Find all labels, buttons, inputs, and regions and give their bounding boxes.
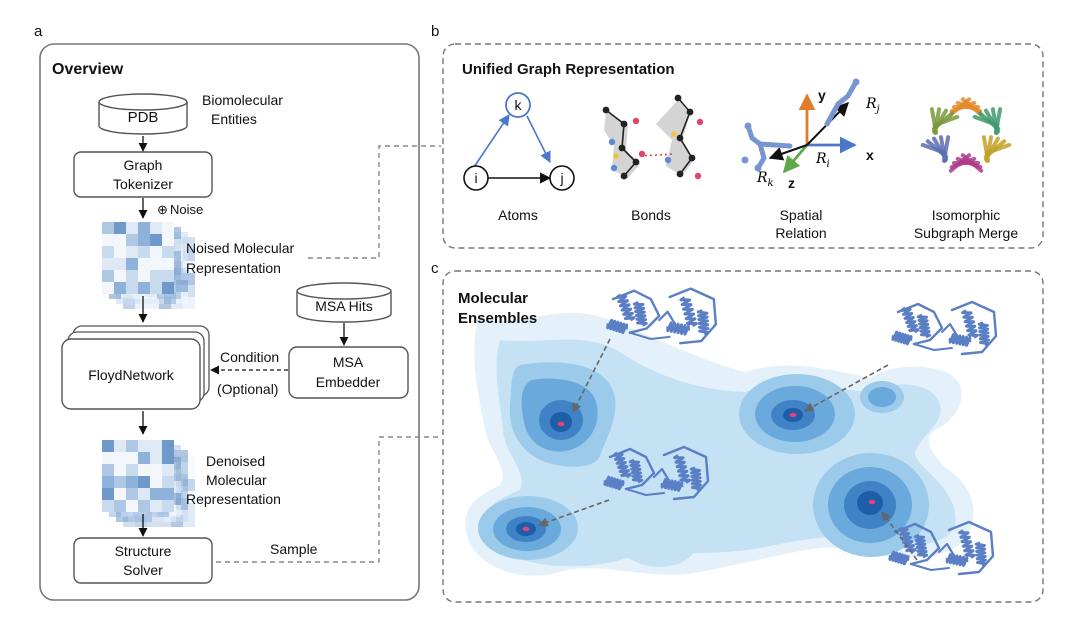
denoised-representation-heatmap bbox=[102, 440, 195, 527]
overview-title: Overview bbox=[52, 61, 124, 78]
r-j-label: Rj bbox=[865, 96, 880, 115]
node-j bbox=[549, 165, 575, 191]
denoised-label-1: Denoised bbox=[206, 453, 265, 469]
msa-hits-label: MSA Hits bbox=[315, 298, 373, 314]
arrow-protein4-minimum bbox=[881, 511, 918, 561]
msa-embedder-box bbox=[288, 346, 409, 399]
arrow-protein1-minimum bbox=[572, 338, 611, 413]
structure-solver-label-2: Solver bbox=[123, 562, 163, 578]
panel-label-b: b bbox=[431, 23, 439, 40]
axis-y-label: y bbox=[818, 87, 826, 103]
atoms-label: Atoms bbox=[498, 207, 538, 223]
protein-structure-1 bbox=[606, 287, 718, 345]
density-4f bbox=[868, 387, 896, 407]
noise-label: Noise bbox=[170, 202, 203, 217]
noise-plus-icon: ⊕ bbox=[157, 202, 168, 217]
floydnetwork-box bbox=[61, 338, 201, 410]
density-3e bbox=[621, 519, 697, 567]
node-i-label: i bbox=[474, 170, 477, 186]
arrow-protein3-minimum bbox=[538, 499, 610, 527]
denoised-label-3: Representation bbox=[186, 491, 281, 507]
spatial-label-2: Relation bbox=[775, 225, 826, 241]
protein-structure-4 bbox=[888, 520, 995, 576]
bonds-label: Bonds bbox=[631, 207, 671, 223]
biomolecular-label-2: Entities bbox=[211, 111, 257, 127]
node-i bbox=[463, 165, 489, 191]
atoms-graph bbox=[463, 92, 575, 191]
denoised-label-2: Molecular bbox=[206, 472, 267, 488]
unified-title: Unified Graph Representation bbox=[462, 61, 675, 78]
spatial-label-1: Spatial bbox=[780, 207, 823, 223]
minimum-marker-1 bbox=[557, 421, 565, 427]
connector-sample-to-ensembles bbox=[216, 436, 441, 563]
ensembles-title-1: Molecular bbox=[458, 290, 528, 307]
axis-x-label: x bbox=[866, 147, 874, 163]
node-k bbox=[505, 92, 531, 118]
optional-label: (Optional) bbox=[217, 381, 278, 397]
bonds-molecule-icon bbox=[602, 94, 704, 180]
msa-hits-database-icon bbox=[296, 282, 392, 323]
energy-landscape bbox=[465, 312, 974, 576]
minimum-marker-4 bbox=[522, 526, 530, 532]
structure-solver-label-1: Structure bbox=[115, 543, 172, 559]
protein-structure-3 bbox=[603, 445, 710, 501]
biomolecular-label-1: Biomolecular bbox=[202, 92, 283, 108]
msa-embedder-label-2: Embedder bbox=[316, 374, 381, 390]
msa-embedder-label-1: MSA bbox=[333, 354, 364, 370]
graph-tokenizer-box bbox=[73, 151, 213, 198]
node-k-label: k bbox=[515, 97, 523, 113]
pdb-database-icon bbox=[98, 93, 188, 135]
protein-structure-2 bbox=[891, 300, 998, 356]
isomorphic-label-2: Subgraph Merge bbox=[914, 225, 1019, 241]
axis-z-label: z bbox=[788, 175, 795, 191]
overview-frame bbox=[39, 43, 420, 601]
sample-label: Sample bbox=[270, 541, 318, 557]
pdb-label: PDB bbox=[128, 109, 159, 126]
r-i-label: Ri bbox=[815, 151, 830, 170]
structure-solver-box bbox=[73, 537, 213, 584]
graph-tokenizer-label-2: Tokenizer bbox=[113, 176, 173, 192]
minimum-marker-2 bbox=[789, 412, 797, 418]
floydnetwork-label: FloydNetwork bbox=[88, 367, 175, 383]
noised-representation-heatmap bbox=[102, 222, 195, 309]
noised-label-1: Noised Molecular bbox=[186, 240, 294, 256]
spatial-relation-icon bbox=[741, 78, 860, 174]
unified-frame bbox=[442, 43, 1044, 249]
panel-label-a: a bbox=[34, 23, 43, 40]
ensembles-title-2: Ensembles bbox=[458, 310, 537, 327]
node-j-label: j bbox=[559, 170, 563, 186]
condition-label: Condition bbox=[220, 349, 279, 365]
panel-label-c: c bbox=[431, 260, 439, 277]
graph-tokenizer-label-1: Graph bbox=[124, 157, 163, 173]
isomorphic-label-1: Isomorphic bbox=[932, 207, 1000, 223]
connector-noised-to-unified bbox=[308, 145, 441, 259]
minimum-marker-3 bbox=[868, 499, 876, 505]
isomorphic-complex-icon bbox=[920, 97, 1012, 173]
r-k-label: Rk bbox=[756, 170, 774, 189]
noised-label-2: Representation bbox=[186, 260, 281, 276]
